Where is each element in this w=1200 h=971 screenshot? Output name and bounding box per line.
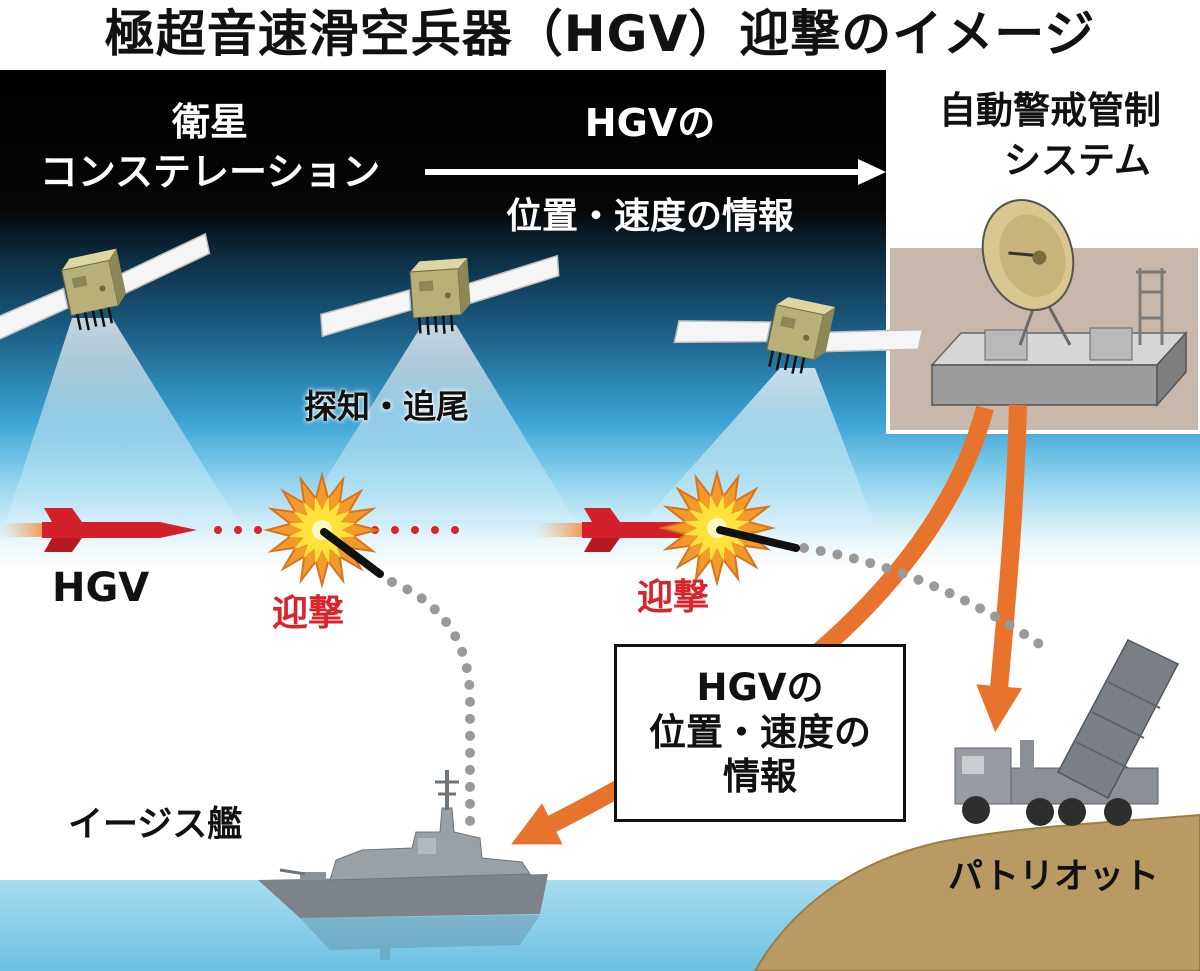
info-box-line3: 情報 xyxy=(723,755,797,799)
aegis-ship-label: イージス艦 xyxy=(68,805,243,845)
info-box-line1: HGVの xyxy=(696,666,824,710)
patriot-launcher-icon xyxy=(954,639,1180,826)
satellite-label-line2: コンステレーション xyxy=(39,150,381,194)
patriot-label: パトリオット xyxy=(948,857,1160,897)
detect-track-label: 探知・追尾 xyxy=(304,387,469,426)
hgv-missile-icon xyxy=(0,508,197,552)
interceptor-trajectory-ship xyxy=(387,577,475,837)
data-link-arrow-to-patriot xyxy=(976,404,1027,733)
interceptor-trajectory-patriot xyxy=(799,543,1053,655)
radar-station-icon xyxy=(930,199,1188,407)
radar-dish-icon xyxy=(981,199,1075,311)
satellite-label-line1: 衛星 xyxy=(171,100,248,144)
beam-2 xyxy=(300,325,575,520)
interceptor-missile-icon xyxy=(320,528,384,578)
beam-1 xyxy=(5,318,240,525)
info-arrow xyxy=(425,159,886,185)
info-box: HGVの 位置・速度の 情報 xyxy=(614,644,906,822)
diagram-title: 極超音速滑空兵器（HGV）迎撃のイメージ xyxy=(104,5,1096,63)
interceptor-missile-icon xyxy=(716,526,800,552)
intercept-label: 迎撃 xyxy=(272,593,345,634)
intercept-label: 迎撃 xyxy=(637,577,710,618)
info-arrow-label-top: HGVの xyxy=(584,101,716,145)
aegis-ship-icon xyxy=(258,770,548,960)
radar-label-line1: 自動警戒管制 xyxy=(939,89,1161,132)
hgv-label: HGV xyxy=(52,565,150,611)
radar-label-line2: システム xyxy=(1004,139,1151,182)
info-arrow-label-bottom: 位置・速度の情報 xyxy=(505,196,794,237)
info-box-line2: 位置・速度の xyxy=(649,710,871,754)
land xyxy=(753,813,1200,971)
